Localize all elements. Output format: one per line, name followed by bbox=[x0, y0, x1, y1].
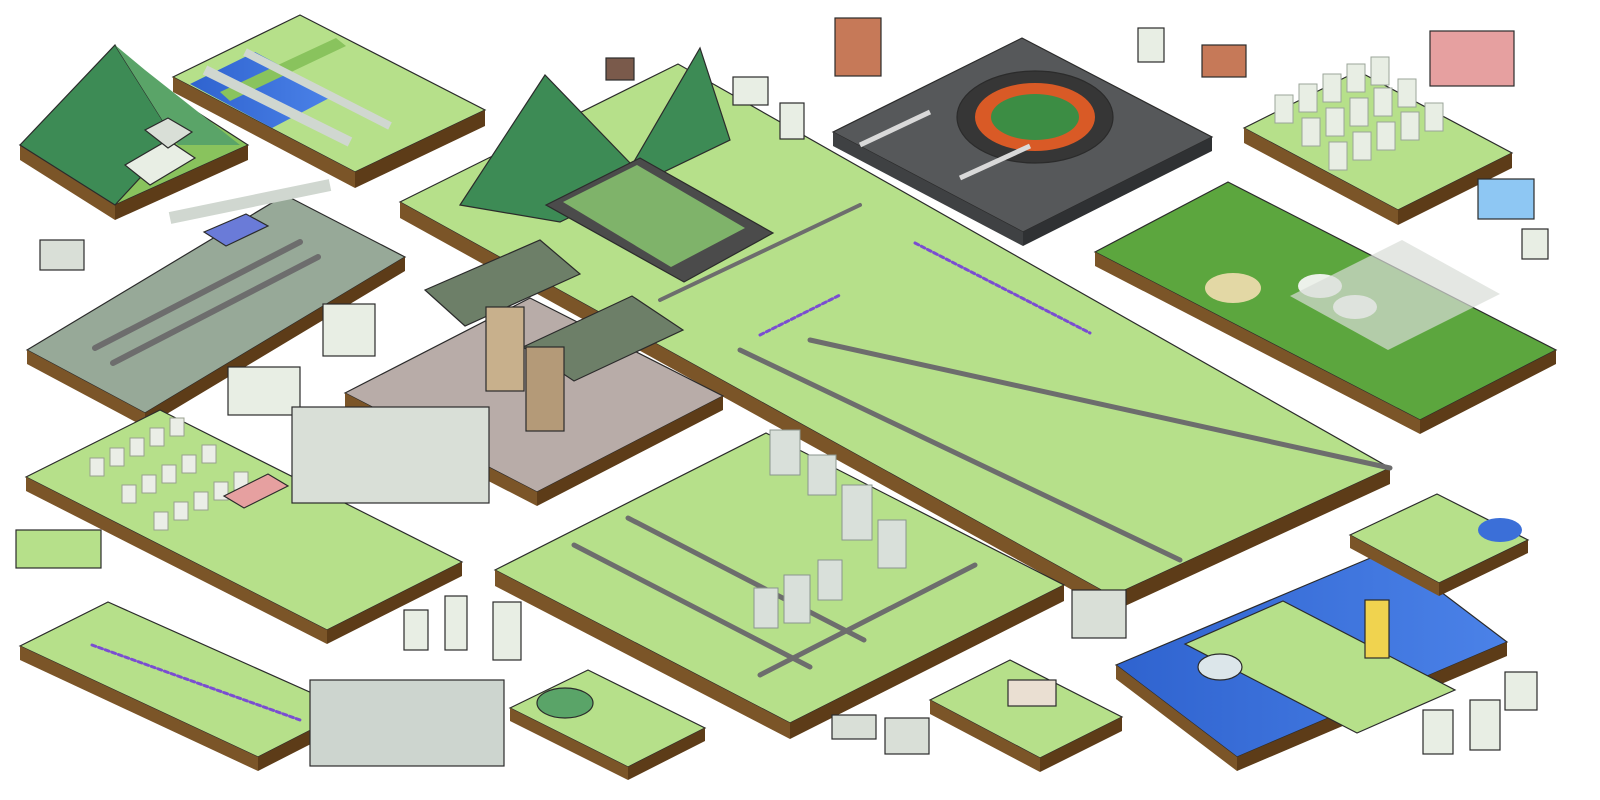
forest-park-tile[interactable] bbox=[1093, 181, 1558, 434]
palace-downtown-tile[interactable] bbox=[398, 46, 1393, 612]
scattered-buildings bbox=[15, 17, 1549, 767]
business-district-tile[interactable] bbox=[493, 429, 1066, 739]
stadium-tile[interactable] bbox=[831, 37, 1214, 246]
stadium-mini-tile[interactable] bbox=[508, 669, 707, 780]
apartment-cluster-tile[interactable] bbox=[1242, 56, 1514, 225]
airport-tile[interactable] bbox=[25, 179, 407, 427]
mountain-hotel-tile[interactable] bbox=[18, 44, 250, 220]
residential-campus-tile[interactable] bbox=[24, 409, 464, 644]
riverside-district-tile[interactable] bbox=[18, 601, 352, 771]
amusement-park-tile[interactable] bbox=[928, 659, 1124, 772]
river-bridge-tile[interactable] bbox=[171, 14, 487, 188]
harbor-tile[interactable] bbox=[1114, 550, 1509, 771]
small-pond-tile[interactable] bbox=[1348, 493, 1530, 596]
